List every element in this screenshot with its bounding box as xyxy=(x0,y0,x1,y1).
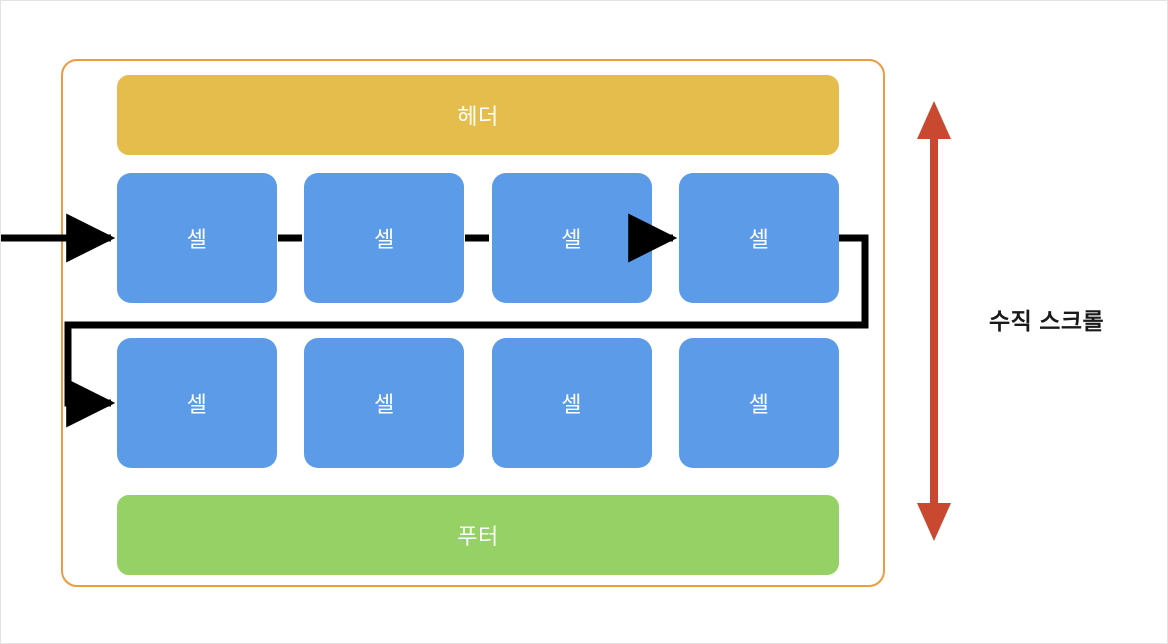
cell-1-2[interactable]: 셀 xyxy=(304,173,465,303)
header-block[interactable]: 헤더 xyxy=(117,75,839,155)
cell-row-2: 셀 셀 셀 셀 xyxy=(117,338,839,468)
cell-1-4[interactable]: 셀 xyxy=(678,173,839,303)
cell-label: 셀 xyxy=(561,227,583,252)
cell-label: 셀 xyxy=(748,227,770,252)
cell-label: 셀 xyxy=(373,227,395,252)
viewport-frame xyxy=(61,59,885,587)
footer-block[interactable]: 푸터 xyxy=(117,495,839,575)
cell-row-1: 셀 셀 셀 셀 xyxy=(117,173,839,303)
cell-2-3[interactable]: 셀 xyxy=(491,338,652,468)
cell-2-2[interactable]: 셀 xyxy=(304,338,465,468)
cell-label: 셀 xyxy=(373,392,395,417)
vertical-scroll-arrow xyxy=(917,101,951,541)
cell-2-1[interactable]: 셀 xyxy=(117,338,277,468)
cell-label: 셀 xyxy=(748,392,770,417)
cell-label: 셀 xyxy=(186,227,208,252)
footer-label: 푸터 xyxy=(457,524,499,549)
cell-label: 셀 xyxy=(186,392,208,417)
header-label: 헤더 xyxy=(457,104,499,129)
cell-2-4[interactable]: 셀 xyxy=(678,338,839,468)
cell-label: 셀 xyxy=(561,392,583,417)
cell-1-1[interactable]: 셀 xyxy=(117,173,277,303)
cell-1-3[interactable]: 셀 xyxy=(491,173,652,303)
vertical-scroll-label: 수직 스크롤 xyxy=(989,308,1105,334)
